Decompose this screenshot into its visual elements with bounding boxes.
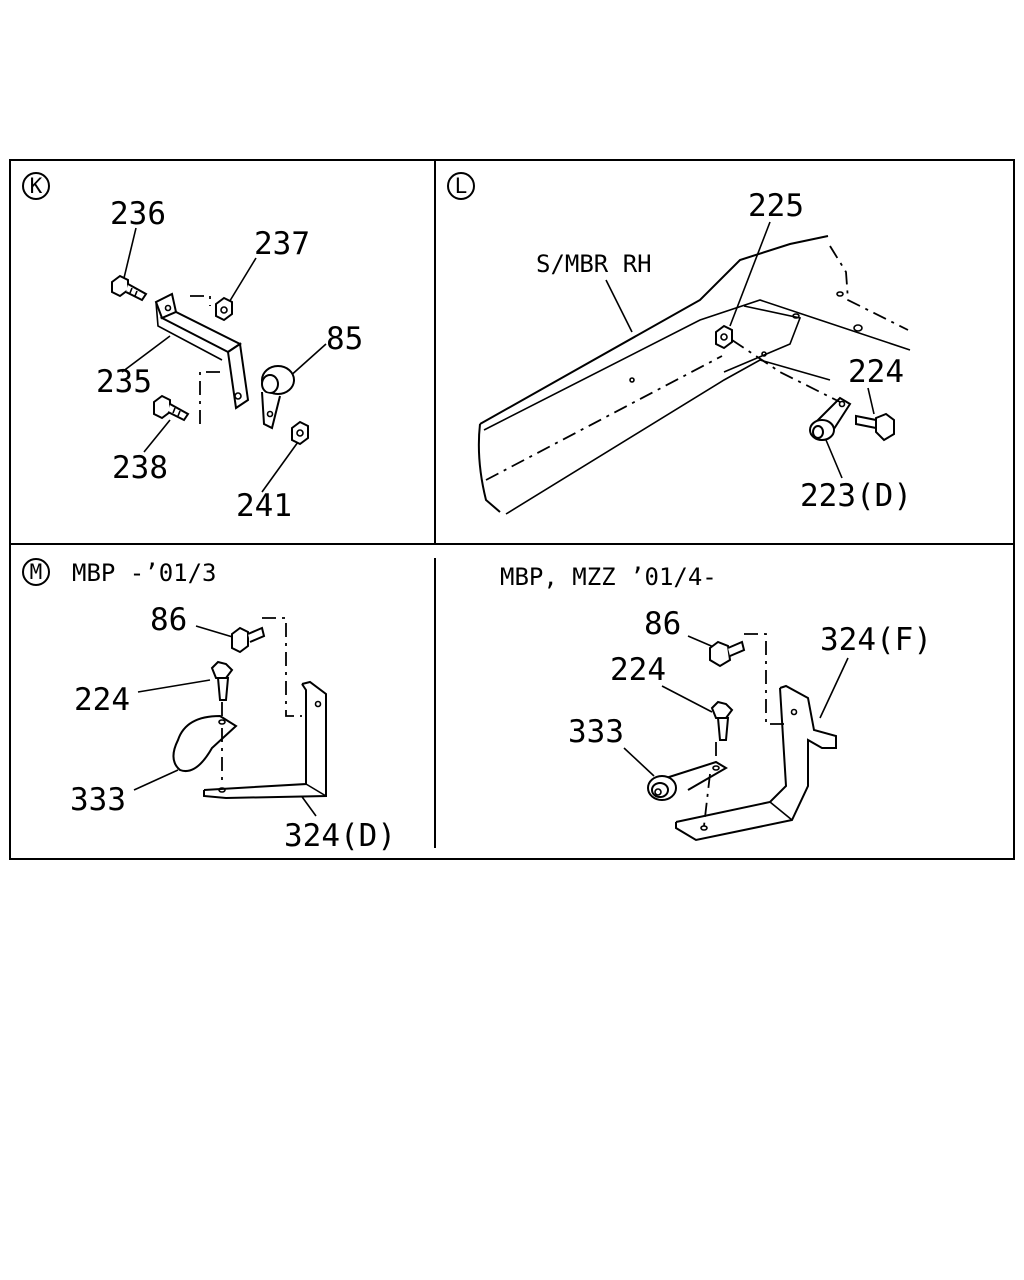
bolt-238-icon <box>153 394 190 422</box>
panel-m-left-caption: MBP -’01/3 <box>72 559 217 587</box>
panel-m-left-assembly-lines <box>221 617 302 786</box>
nut-225-icon <box>715 324 733 350</box>
panel-l-badge: L <box>447 172 475 200</box>
diagram-frame <box>9 159 1015 860</box>
callout-223: 223(D) <box>800 478 912 514</box>
callout-238: 238 <box>112 450 168 486</box>
callout-333-right: 333 <box>568 714 624 750</box>
panel-m-left: M MBP -’01/3 86 224 333 324(D) <box>22 558 396 854</box>
bolt-224-right-icon <box>710 700 734 741</box>
callout-236: 236 <box>110 196 166 232</box>
clip-85-icon <box>261 365 295 430</box>
callout-241: 241 <box>236 488 292 524</box>
bolt-224-l-icon <box>855 412 895 442</box>
panel-k-letter: K <box>30 174 43 198</box>
panel-l-leaders <box>605 221 875 479</box>
side-member-frame <box>477 235 911 515</box>
callout-237: 237 <box>254 226 310 262</box>
nut-237-icon <box>215 296 233 322</box>
nut-241-icon <box>291 420 309 446</box>
callout-235: 235 <box>96 364 152 400</box>
panel-m-badge: M <box>22 558 50 586</box>
callout-324d: 324(D) <box>284 818 396 854</box>
panel-l: L S/MBR RH 225 224 223(D) <box>447 172 912 515</box>
panel-m-right: MBP, MZZ ’01/4- 86 324(F) 224 333 <box>500 563 932 842</box>
panel-m-letter: M <box>30 560 43 584</box>
callout-86-left: 86 <box>150 602 187 638</box>
bracket-324d-icon <box>203 680 327 800</box>
clamp-333-right-icon <box>647 760 728 801</box>
frame-label: S/MBR RH <box>536 250 652 278</box>
callout-324f: 324(F) <box>820 622 932 658</box>
callout-86-right: 86 <box>644 606 681 642</box>
bracket-235-icon <box>154 292 250 410</box>
callout-224: 224 <box>848 354 904 390</box>
panel-m-right-assembly-lines <box>703 633 790 827</box>
callout-225: 225 <box>748 188 804 224</box>
panel-l-letter: L <box>455 174 468 198</box>
panel-m-right-caption: MBP, MZZ ’01/4- <box>500 563 717 591</box>
clamp-333-left-icon <box>172 714 238 772</box>
panel-m-right-leaders <box>623 635 849 777</box>
panel-k-badge: K <box>22 172 50 200</box>
callout-85: 85 <box>326 321 363 357</box>
bolt-86-left-icon <box>231 626 266 654</box>
clip-223-icon <box>809 396 852 441</box>
panel-k-assembly-lines <box>190 295 220 426</box>
callout-224-right: 224 <box>610 652 666 688</box>
bolt-236-icon <box>111 274 148 302</box>
callout-333-left: 333 <box>70 782 126 818</box>
bolt-86-right-icon <box>709 640 746 668</box>
panel-k: K 236 237 85 235 238 241 <box>22 172 363 524</box>
panel-k-leaders <box>121 227 327 493</box>
callout-224-left: 224 <box>74 682 130 718</box>
panel-l-assembly-line <box>731 339 841 403</box>
bracket-324f-icon <box>675 684 837 842</box>
bolt-224-left-icon <box>210 660 234 701</box>
